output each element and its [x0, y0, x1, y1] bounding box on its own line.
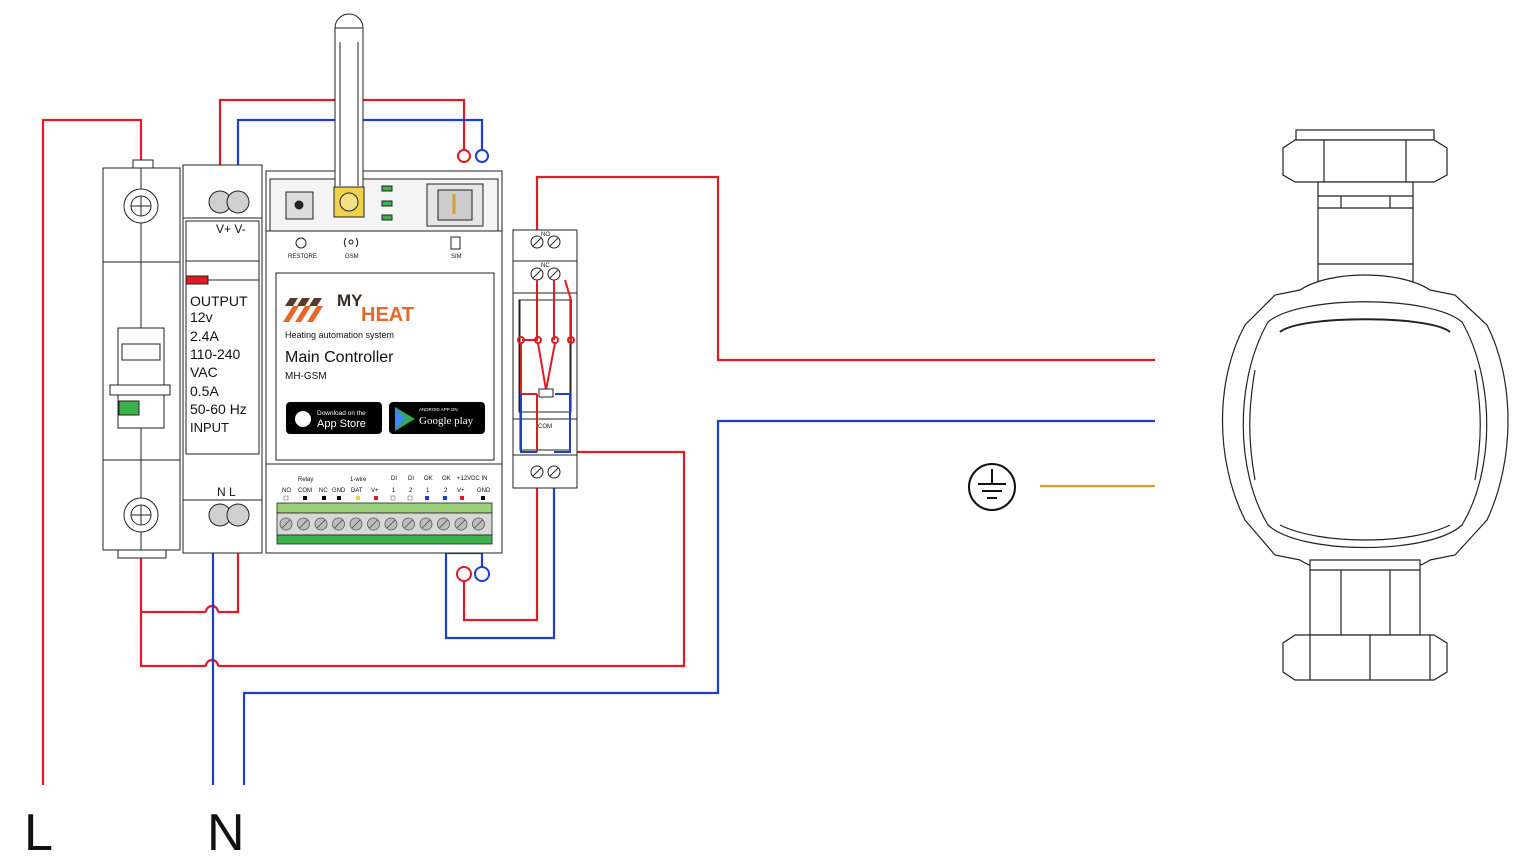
pin-label: NC — [319, 488, 328, 494]
label-line-l: L — [24, 804, 53, 862]
pin-label: NO — [282, 488, 291, 494]
breaker-status-indicator — [118, 400, 140, 416]
pin-label: GND — [332, 488, 346, 494]
label-ok2-num: 2 — [444, 488, 448, 494]
wire-ctrl-relay-red — [462, 472, 539, 622]
google-play-badge[interactable]: ANDROID APP ON Google play — [389, 402, 485, 434]
controller-terminal-labels: Relay 1-wire DI 1 DI 2 OK 1 OK 2 +12VDC … — [282, 476, 491, 501]
terminal-screw-slot — [474, 519, 483, 529]
wire-l-main — [41, 118, 143, 785]
pin-label: DAT — [351, 488, 363, 494]
controller-terminal-block — [276, 502, 493, 545]
controller-model: MH-GSM — [285, 371, 327, 382]
pin-label: COM — [298, 488, 312, 494]
label-di1-num: 1 — [392, 488, 396, 494]
pin-label: V+ — [457, 488, 465, 494]
relay-com-screws — [530, 465, 561, 479]
terminal-screw-slot — [281, 519, 291, 529]
circuit-breaker — [102, 159, 181, 559]
breaker-bottom-screw-icon — [123, 497, 159, 533]
terminal-screws — [279, 517, 485, 531]
terminal-screw-slot — [456, 519, 466, 529]
relay-nc-label: NC — [541, 263, 550, 269]
app-store-badge[interactable]: Download on the App Store — [286, 402, 382, 434]
label-ok1: OK — [424, 476, 433, 482]
label-di2-num: 2 — [409, 488, 413, 494]
brand-heat: HEAT — [361, 304, 414, 326]
terminal-screw-slot — [334, 519, 343, 529]
myheat-logo: MY HEAT Heating automation system Main C… — [283, 291, 414, 382]
label-gsm: GSM — [345, 254, 359, 260]
gplay-big-text: Google play — [419, 415, 474, 427]
label-sim: SIM — [451, 254, 462, 260]
controller-tagline: Heating automation system — [285, 330, 394, 340]
terminal-screw-slot — [351, 519, 361, 529]
group-onewire: 1-wire — [350, 477, 367, 483]
earth-ground-icon — [968, 463, 1016, 511]
wire-breaker-psu-l — [139, 557, 206, 614]
label-neutral-n: N — [207, 804, 245, 862]
relay-nc-screws — [530, 267, 561, 281]
wire-ctrl-relay-blue — [444, 472, 556, 640]
terminal-screw-slot — [386, 519, 396, 529]
relay-no-label: NO — [541, 232, 550, 238]
psu-input-title: INPUT — [190, 420, 229, 435]
terminal-screw-slot — [421, 519, 431, 529]
psu-output-current: 2.4A — [190, 328, 219, 344]
psu-input-frequency: 50-60 Hz — [190, 401, 247, 417]
label-ok2: OK — [442, 476, 451, 482]
psu-labels: V+ V- OUTPUT 12v 2.4A 110-240 VAC 0.5A 5… — [190, 222, 248, 499]
circulation-pump — [1222, 129, 1509, 681]
breaker-top-screw-icon — [123, 188, 159, 224]
appstore-small-text: Download on the — [317, 410, 366, 417]
wire-breaker-relay-com — [139, 612, 206, 668]
psu-input-terminals: N L — [217, 485, 236, 499]
controller-connection-points — [456, 149, 490, 582]
relay-no-screws — [530, 235, 561, 249]
psu-input-unit: VAC — [190, 364, 218, 380]
pin-label: GND — [477, 488, 491, 494]
group-relay: Relay — [298, 477, 313, 483]
wire-neutral-pump — [242, 419, 1155, 785]
gsm-antenna-icon — [333, 13, 365, 218]
apple-icon — [295, 411, 311, 427]
terminal-screw-slot — [404, 519, 413, 529]
wire-live-pump — [535, 175, 1155, 362]
gsm-signal-icon — [343, 237, 359, 248]
terminal-screw-slot — [316, 519, 326, 529]
psu-input-current: 0.5A — [190, 383, 219, 399]
controller-title: Main Controller — [285, 349, 394, 366]
power-supply — [182, 164, 263, 554]
terminal-screw-slot — [299, 519, 308, 529]
psu-output-terminals: V+ V- — [216, 222, 246, 236]
brand-my: MY — [337, 291, 363, 310]
relay-module — [512, 229, 578, 489]
pin-markers — [283, 495, 485, 501]
flame-logo-icon — [283, 298, 323, 322]
relay-labels: NO NC COM — [538, 232, 552, 430]
terminal-screw-slot — [439, 519, 448, 529]
sim-icon — [450, 236, 461, 250]
terminal-screw-slot — [369, 519, 378, 529]
label-power: +12VDC IN — [457, 476, 488, 482]
pin-labels: NO COM NC GND DAT V+ V+ GND — [282, 488, 491, 494]
restore-icon — [295, 237, 307, 249]
psu-input-voltage: 110-240 — [190, 346, 241, 362]
label-di2: DI — [408, 476, 414, 482]
controller-top-labels: RESTORE GSM SIM — [288, 236, 462, 260]
label-restore: RESTORE — [288, 254, 317, 260]
gplay-small-text: ANDROID APP ON — [419, 407, 458, 412]
relay-com-label: COM — [538, 424, 552, 430]
label-di1: DI — [391, 476, 397, 482]
label-ok1-num: 1 — [426, 488, 430, 494]
psu-output-voltage: 12v — [190, 309, 213, 325]
psu-output-title: OUTPUT — [190, 293, 248, 309]
pin-label: V+ — [371, 488, 379, 494]
appstore-big-text: App Store — [317, 418, 366, 430]
